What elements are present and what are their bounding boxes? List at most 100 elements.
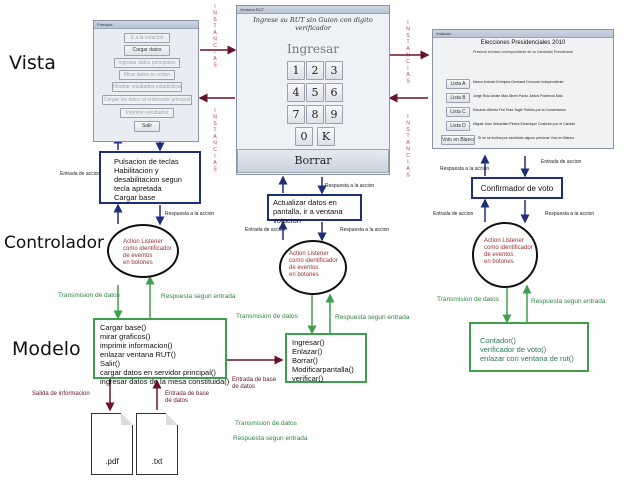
model-left-3: imprimir informacion() <box>100 341 173 350</box>
listener-right-4: en botones <box>484 259 514 265</box>
model-right-1: Contador() <box>480 336 516 345</box>
model-left-2: mirar graficos() <box>100 332 151 341</box>
window-principal: Principal E a la votacion Cargar datos I… <box>93 20 199 142</box>
elecciones-subheading: Presione el boton correspondiente de su … <box>473 50 573 54</box>
btn-mostrar-resultados[interactable]: Mostrar resultados estadisticos <box>112 82 182 92</box>
blank-vote-text: Si no se inclina por candidato alguno pr… <box>478 136 575 140</box>
model-mid-1: Ingresar() <box>292 338 325 347</box>
window-principal-title: Principal <box>97 22 113 27</box>
label-entrada-accion-4: Entrada de accion <box>433 211 474 217</box>
model-mid-4: Modificarpantalla() <box>292 365 354 374</box>
window-elecciones: Votacion Elecciones Presidenciales 2010 … <box>432 29 614 149</box>
model-mid-3: Borrar() <box>292 356 318 365</box>
vista-box-left-line-2: Habilitacion y <box>114 166 159 175</box>
label-salida-info: Salida de informacion <box>32 391 90 397</box>
model-box-left: Cargar base() mirar graficos() imprimir … <box>93 318 229 386</box>
window-elecciones-titlebar: Votacion <box>433 30 613 38</box>
listener-mid-2: como identificador <box>289 258 338 264</box>
rut-input-label[interactable]: Ingresar <box>286 42 340 56</box>
btn-ingresar-datos[interactable]: Ingresar datos principales <box>114 58 180 68</box>
model-left-6: cargar datos en servidor principal() <box>100 368 216 377</box>
model-left-4: enlazar ventana RUT() <box>100 350 176 359</box>
label-entrada-accion-3: Entrada de accion <box>541 159 582 165</box>
instancias-label-3: INSTANCIAS <box>405 20 411 85</box>
key-3[interactable]: 3 <box>325 61 343 80</box>
key-1[interactable]: 1 <box>287 61 305 80</box>
listener-mid-3: de eventos <box>289 265 319 271</box>
btn-borrar[interactable]: Borrar <box>237 149 389 173</box>
vista-box-left-line-5: Cargar base <box>114 193 156 202</box>
label-transmision-mid: Transmision de datos <box>236 313 298 320</box>
candidate-b: Jorge Rolo Arrate Mac-Niven Pacto Juntos… <box>473 94 563 98</box>
window-elecciones-title: Votacion <box>436 31 452 36</box>
btn-imprimir[interactable]: Imprimir resultados <box>120 108 174 118</box>
btn-ir-votacion[interactable]: E a la votacion <box>124 33 170 43</box>
file-txt-icon: .txt <box>136 413 178 475</box>
candidate-d: Miguel Juan Sebastian Pinera Echenique C… <box>473 122 576 126</box>
vista-box-left-line-4: tecla apretada <box>114 184 162 193</box>
candidate-a: Marco Antonio Enriquez-Ominami Gumucio I… <box>473 80 564 84</box>
label-respuesta-right: Respuesta segun entrada <box>531 298 606 305</box>
instancias-label-4: INSTANCIAS <box>405 114 411 179</box>
file-txt-label: .txt <box>151 457 163 466</box>
legend-respuesta: Respuesta segun entrada <box>233 435 308 442</box>
controller-oval-right: Action Listener como identificador de ev… <box>472 222 538 288</box>
label-transmision-left: Transmision de datos <box>58 292 120 299</box>
layer-label-vista: Vista <box>9 52 56 74</box>
listener-right-1: Action Listener <box>484 238 524 244</box>
model-right-3: enlazar con ventana de rut() <box>480 354 574 363</box>
model-mid-2: Enlazar() <box>292 347 323 356</box>
key-4[interactable]: 4 <box>287 83 305 102</box>
listener-right-2: como identificador <box>484 245 533 251</box>
controller-oval-left: Action Listener como identificador de ev… <box>107 224 179 278</box>
btn-lista-c[interactable]: Lista C <box>446 107 470 117</box>
window-principal-titlebar: Principal <box>94 21 198 29</box>
label-respuesta-accion-1: Respuesta a la accion <box>165 211 215 217</box>
vista-box-middle-line-1: Actualizar datos en <box>273 198 337 207</box>
btn-salir[interactable]: Salir <box>134 121 160 132</box>
instancias-label-2: INSTANCIAS <box>212 108 218 173</box>
key-5[interactable]: 5 <box>306 83 324 102</box>
btn-lista-b[interactable]: Lista B <box>446 93 470 103</box>
key-9[interactable]: 9 <box>325 105 343 124</box>
window-rut-titlebar: Ventana RUT <box>237 6 389 14</box>
label-entrada-accion-2: Entrada de accion <box>245 227 286 233</box>
key-0[interactable]: 0 <box>295 127 313 146</box>
key-8[interactable]: 8 <box>306 105 324 124</box>
listener-right-3: de eventos <box>484 252 514 258</box>
listener-left-1: Action Listener <box>123 239 163 245</box>
label-entrada-accion-1: Entrada de accion <box>60 171 101 177</box>
listener-left-2: como identificador <box>123 246 172 252</box>
btn-lista-a[interactable]: Lista A <box>446 79 470 89</box>
btn-cargar-datos[interactable]: Cargar datos <box>124 45 170 56</box>
key-2[interactable]: 2 <box>306 61 324 80</box>
listener-left-3: de eventos <box>123 253 153 259</box>
model-box-middle: Ingresar() Enlazar() Borrar() Modificarp… <box>285 333 367 383</box>
window-rut: Ventana RUT Ingrese su RUT sin Guion con… <box>236 5 390 175</box>
file-pdf-label: .pdf <box>105 457 119 466</box>
label-respuesta-accion-2: Respuesta a la accion <box>325 183 375 189</box>
btn-lista-d[interactable]: Lista D <box>446 121 470 131</box>
label-respuesta-accion-5: Respuesta a la accion <box>545 211 595 217</box>
key-k[interactable]: K <box>317 127 335 146</box>
btn-mirar-datos[interactable]: Mirar datos en orden <box>119 70 175 80</box>
label-respuesta-left: Respuesta segun entrada <box>161 293 236 300</box>
elecciones-heading: Elecciones Presidenciales 2010 <box>480 40 566 46</box>
listener-mid-1: Action Listener <box>289 251 329 257</box>
vista-box-right: Confirmador de voto <box>471 177 563 199</box>
rut-heading: Ingrese su RUT sin Guion con digito veri… <box>253 16 373 32</box>
key-6[interactable]: 6 <box>325 83 343 102</box>
label-respuesta-accion-4: Respuesta a la accion <box>440 166 490 172</box>
btn-voto-blanco[interactable]: Voto en Blanco <box>441 135 475 145</box>
instancias-label-1: INSTANCIAS <box>212 4 218 69</box>
vista-box-left: Pulsacion de teclas Habilitacion y desab… <box>99 151 201 204</box>
model-box-right: Contador() verificador de voto() enlazar… <box>469 322 589 372</box>
candidate-c: Eduardo Alberto Frei Ruiz-Tagle Partido … <box>473 108 566 112</box>
model-left-7: ingresar datos de la mesa constituida() <box>100 377 230 386</box>
label-entrada-base-left: Entrada de base de datos <box>165 391 210 404</box>
btn-cargar-ordenador[interactable]: Cargar los datos al ordenador principal <box>102 95 192 105</box>
key-7[interactable]: 7 <box>287 105 305 124</box>
label-respuesta-mid: Respuesta segun entrada <box>335 314 410 321</box>
model-mid-5: verificar() <box>292 374 324 383</box>
